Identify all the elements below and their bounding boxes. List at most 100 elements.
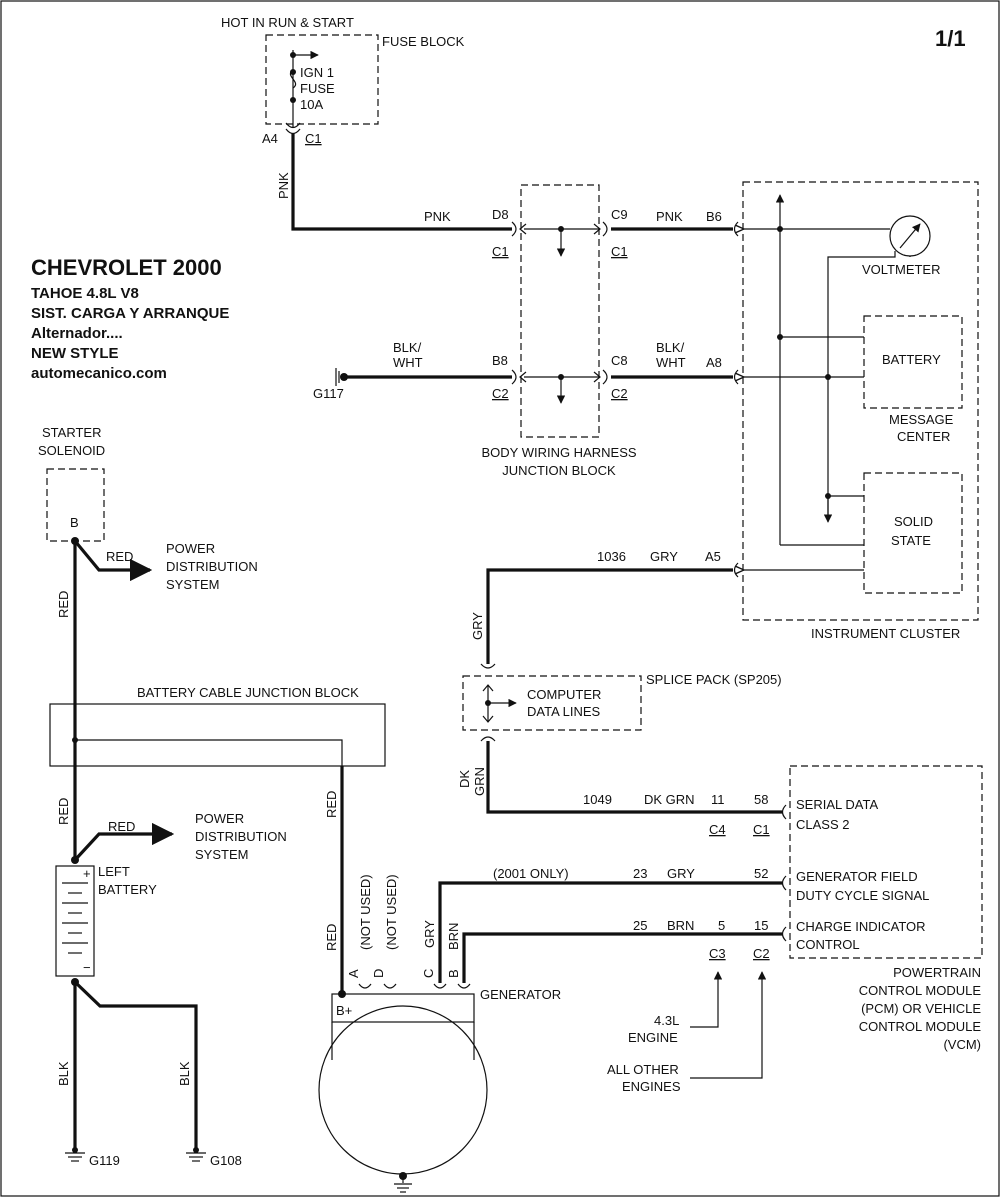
- splice-computer-l2: DATA LINES: [527, 704, 601, 719]
- jb-label-line1: BODY WIRING HARNESS: [481, 445, 636, 460]
- left-battery: RED POWER DISTRIBUTION SYSTEM + − LEFT B…: [55, 811, 287, 986]
- voltmeter-label: VOLTMETER: [862, 262, 941, 277]
- gen-pin-a-notused: (NOT USED): [358, 874, 373, 950]
- wire-brn-gen-label: BRN: [446, 923, 461, 950]
- generator: (NOT USED) (NOT USED) GRY BRN A D C B B+…: [318, 874, 561, 1193]
- wire-pnk-fuse: [291, 133, 512, 231]
- engine43-l2: ENGINE: [628, 1030, 678, 1045]
- wire-blk-label-2: BLK: [177, 1061, 192, 1086]
- voltmeter-needle-icon: [899, 223, 921, 249]
- battery-minus: −: [83, 960, 91, 975]
- title-block: CHEVROLET 2000 TAHOE 4.8L V8 SIST. CARGA…: [31, 255, 229, 382]
- wire-23-label: 23: [633, 866, 647, 881]
- splice-pack: SPLICE PACK (SP205) COMPUTER DATA LINES: [462, 663, 782, 742]
- splice-pack-label: SPLICE PACK (SP205): [646, 672, 782, 687]
- wire-red-pds-bottom-label: RED: [108, 819, 135, 834]
- pcm-label-3: (PCM) OR VEHICLE: [861, 1001, 981, 1016]
- cluster-conn-a5: [733, 562, 739, 578]
- cluster-label: INSTRUMENT CLUSTER: [811, 626, 960, 641]
- solid-state-box: [863, 472, 963, 594]
- pcm-conn-58: [781, 804, 787, 820]
- engine43-arrow: [690, 971, 723, 1028]
- fuse-block-outline: [265, 34, 379, 125]
- jb-conn-c9: [602, 221, 608, 237]
- pds-top-l1: POWER: [166, 541, 215, 556]
- wire-red-gen-label-lower: RED: [324, 924, 339, 951]
- pds-bottom-l2: DISTRIBUTION: [195, 829, 287, 844]
- jb-conn-d8: [511, 221, 517, 237]
- fuse-node-top: [290, 69, 296, 75]
- wire-gry-label-23: GRY: [667, 866, 695, 881]
- cluster-pin-b6: B6: [706, 209, 722, 224]
- gen-conn-c: [433, 983, 447, 989]
- starter-solenoid: STARTER SOLENOID B RED POWER DISTRIBUTIO…: [38, 425, 258, 592]
- pds-top-l2: DISTRIBUTION: [166, 559, 258, 574]
- other-engines-arrow: [690, 971, 767, 1079]
- wire-gry-label-top: GRY: [650, 549, 678, 564]
- bcjb-node: [72, 737, 78, 743]
- wire-red-gen-label-upper: RED: [324, 791, 339, 818]
- cluster-pin-a8: A8: [706, 355, 722, 370]
- gen-conn-a: [358, 983, 372, 989]
- jb-arrow-top-right: [593, 223, 601, 235]
- title-line4: Alternador....: [31, 325, 123, 342]
- splice-conn-bottom: [480, 736, 496, 742]
- gen-conn-b: [457, 983, 471, 989]
- title-line6: automecanico.com: [31, 365, 167, 382]
- cluster-conn-a8: [733, 369, 739, 385]
- wire-pnk-label-left: PNK: [424, 209, 451, 224]
- fuse-node-bottom: [290, 97, 296, 103]
- gen-conn-d: [383, 983, 397, 989]
- splice-computer-l1: COMPUTER: [527, 687, 601, 702]
- pcm-pin-5: 5: [718, 918, 725, 933]
- message-label: MESSAGE: [889, 412, 954, 427]
- wire-blk-label-1: BLK: [56, 1061, 71, 1086]
- wire-red-pds-top: [73, 539, 153, 582]
- center-label: CENTER: [897, 429, 950, 444]
- battery-case: [55, 865, 95, 977]
- pcm-pin-11: 11: [711, 792, 725, 807]
- cluster-outline: [742, 181, 979, 621]
- jb-pin-d8: D8: [492, 207, 509, 222]
- instrument-cluster: INSTRUMENT CLUSTER VOLTMETER BATTERY MES…: [733, 181, 979, 641]
- pds-bottom-l3: SYSTEM: [195, 847, 248, 862]
- fuse-block-label: FUSE BLOCK: [382, 34, 465, 49]
- junction-block-outline: [520, 184, 600, 438]
- wire-grn-label: GRN: [472, 767, 487, 796]
- pcm-module: SERIAL DATA CLASS 2 GENERATOR FIELD DUTY…: [781, 765, 983, 1052]
- gen-pin-a: A: [346, 969, 361, 978]
- jb-conn-c2-left: C2: [492, 386, 509, 401]
- jb-label-line2: JUNCTION BLOCK: [502, 463, 616, 478]
- cluster-conn-b6: [733, 221, 739, 237]
- gen-bplus-label: B+: [336, 1003, 352, 1018]
- pcm-conn-c4: C4: [709, 822, 726, 837]
- splice-conn-top: [480, 663, 496, 669]
- wire-red-label-lower: RED: [56, 798, 71, 825]
- battery-plus: +: [83, 866, 91, 881]
- gen-pin-d-notused: (NOT USED): [384, 874, 399, 950]
- pcm-serial-l2: CLASS 2: [796, 817, 849, 832]
- fuse-connector-male: [285, 128, 301, 135]
- jb-conn-c1-left: C1: [492, 244, 509, 259]
- gen-label: GENERATOR: [480, 987, 561, 1002]
- wire-pnk-vertical-label: PNK: [276, 172, 291, 199]
- pcm-conn-c1: C1: [753, 822, 770, 837]
- bcjb-outline: [49, 703, 386, 767]
- ground-g108: G108: [186, 1147, 242, 1168]
- gen-connector-housing: [331, 993, 475, 1023]
- wire-2001only: (2001 ONLY): [493, 866, 569, 881]
- pcm-pin-52: 52: [754, 866, 768, 881]
- title-line5: NEW STYLE: [31, 345, 119, 362]
- fuse-block: HOT IN RUN & START FUSE BLOCK IGN 1 FUSE…: [221, 15, 465, 146]
- battery-label-1: LEFT: [98, 864, 130, 879]
- pcm-label-4: CONTROL MODULE: [859, 1019, 982, 1034]
- generator-icon: [318, 1005, 488, 1175]
- g108-node: [193, 1147, 199, 1153]
- starter-pin-b: B: [70, 515, 79, 530]
- jb-conn-c1-right: C1: [611, 244, 628, 259]
- battery-label-2: BATTERY: [98, 882, 157, 897]
- wire-blkwht-l2: WHT: [393, 355, 423, 370]
- g108-label: G108: [210, 1153, 242, 1168]
